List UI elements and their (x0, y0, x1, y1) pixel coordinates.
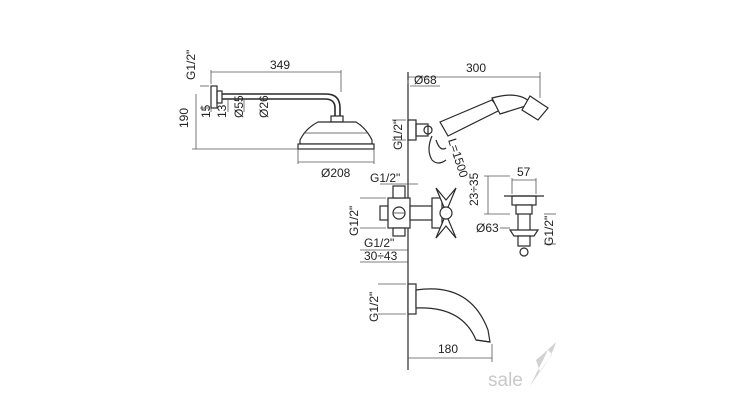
label-d68: Ø68 (414, 73, 437, 87)
label-spout-length: 180 (438, 342, 458, 356)
label-head-diameter: Ø208 (321, 166, 351, 180)
label-mixer-thread-bottom: G1/2" (364, 236, 394, 250)
label-diverter-d63: Ø63 (476, 221, 499, 235)
label-diverter-width: 57 (517, 165, 531, 179)
label-mixer-range: 30÷43 (364, 249, 398, 263)
label-hand-thread: G1/2" (391, 120, 405, 150)
label-diverter-thread: G1/2" (542, 216, 556, 246)
label-d15: 15 (199, 104, 213, 118)
diverter-drawing (484, 175, 556, 257)
label-arm-length: 349 (270, 58, 290, 72)
mixer-drawing (360, 183, 457, 263)
label-d26: Ø26 (257, 95, 271, 118)
label-hand-shower-length: 300 (466, 61, 486, 75)
label-d55: Ø55 (232, 95, 246, 118)
label-mixer-thread-side: G1/2" (347, 206, 361, 236)
label-spout-thread: G1/2" (367, 292, 381, 322)
label-mixer-thread-top: G1/2" (370, 171, 400, 185)
watermark-swoosh-icon (530, 342, 556, 386)
shower-head-drawing (192, 70, 375, 164)
watermark-text: sale (488, 370, 523, 391)
spout-drawing (378, 283, 493, 362)
hand-shower-drawing (392, 72, 549, 164)
label-d13: 13 (215, 104, 229, 118)
label-shower-height: 190 (177, 108, 191, 128)
watermark-logo: sale (488, 342, 556, 391)
label-shower-thread: G1/2" (184, 50, 198, 80)
label-diverter-range: 23÷35 (467, 172, 481, 206)
